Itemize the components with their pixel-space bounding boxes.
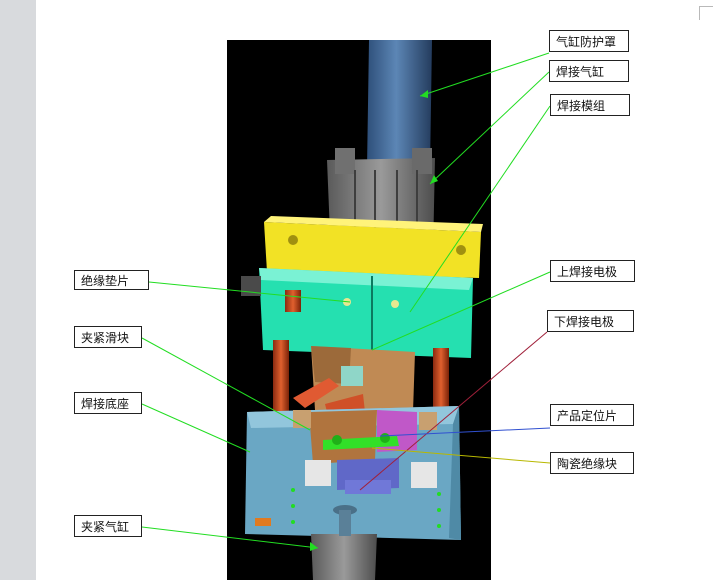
- label-ceramic-insulator: 陶瓷绝缘块: [550, 452, 634, 474]
- label-weld-cylinder: 焊接气缸: [549, 60, 629, 82]
- left-gutter: [0, 0, 37, 580]
- page-corner-mark: [699, 6, 713, 20]
- label-lower-electrode: 下焊接电极: [547, 310, 634, 332]
- label-clamp-cylinder: 夹紧气缸: [74, 515, 142, 537]
- document-page: [36, 0, 723, 580]
- welding-fixture-render: [227, 40, 491, 580]
- label-product-locator: 产品定位片: [550, 404, 634, 426]
- label-weld-base: 焊接底座: [74, 392, 142, 414]
- label-upper-electrode: 上焊接电极: [550, 260, 635, 282]
- label-weld-module: 焊接模组: [550, 94, 630, 116]
- fixture-drawing: [241, 40, 483, 580]
- label-insulation-pad: 绝缘垫片: [74, 270, 149, 290]
- label-cylinder-cover: 气缸防护罩: [549, 30, 629, 52]
- label-clamp-slider: 夹紧滑块: [74, 326, 142, 348]
